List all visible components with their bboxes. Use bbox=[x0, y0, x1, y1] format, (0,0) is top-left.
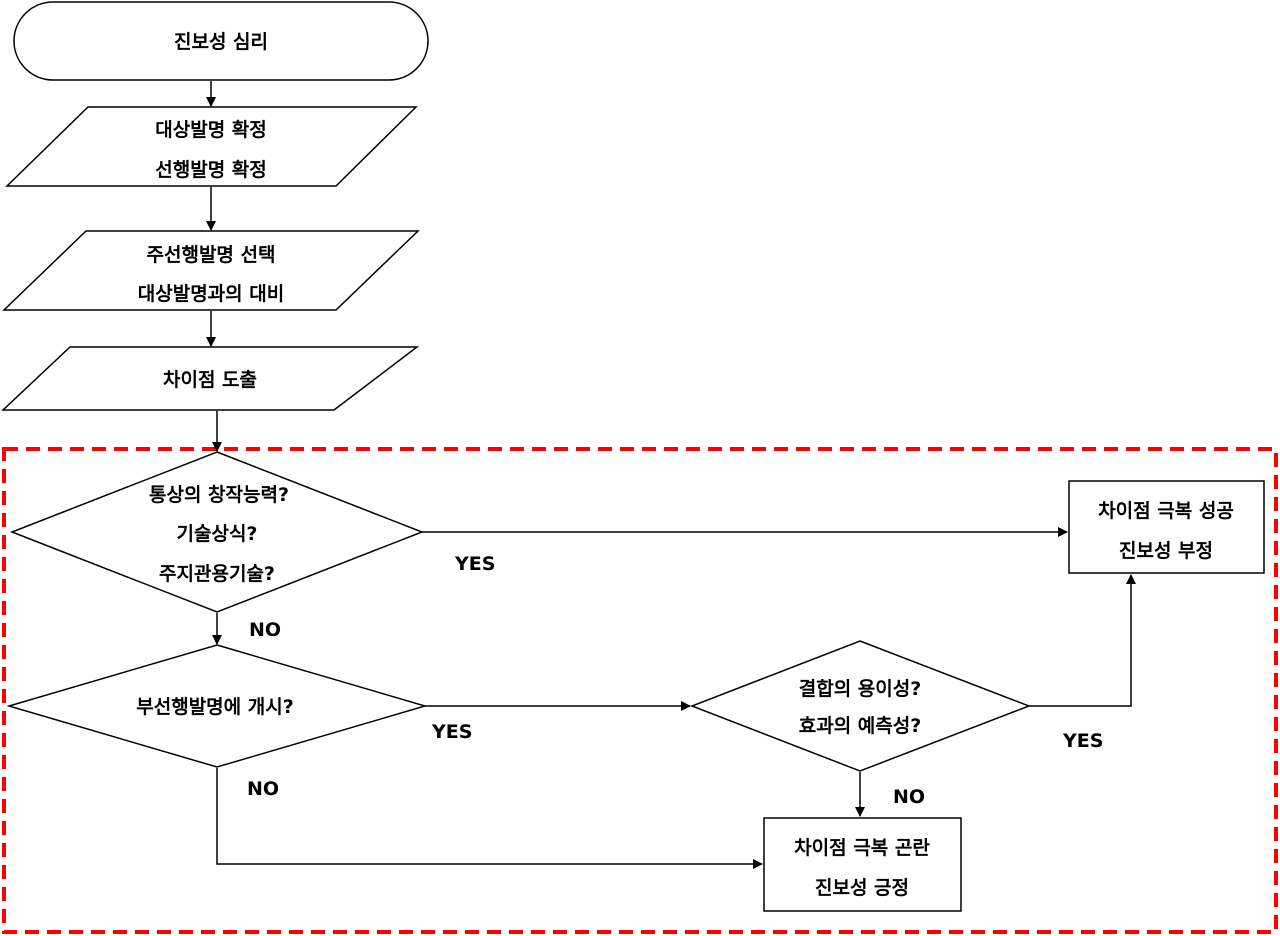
decision-1-label-3: 주지관용기술? bbox=[159, 563, 275, 585]
identify-label-1: 대상발명 확정 bbox=[155, 118, 267, 141]
decision-3-label-2: 효과의 예측성? bbox=[799, 715, 922, 737]
decision-2: 부선행발명에 개시? bbox=[6, 644, 428, 768]
derive-node: 차이점 도출 bbox=[1, 346, 420, 411]
edge-label-d3-yes: YES bbox=[1062, 730, 1103, 752]
edge-label-d1-no: NO bbox=[249, 619, 281, 641]
result-difficult-label-1: 차이점 극복 곤란 bbox=[794, 837, 930, 859]
result-difficult-label-2: 진보성 긍정 bbox=[815, 877, 909, 899]
decision-1: 통상의 창작능력? 기술상식? 주지관용기술? bbox=[9, 451, 425, 613]
decision-1-label-1: 통상의 창작능력? bbox=[149, 484, 289, 506]
edge-decision3-yes bbox=[1029, 574, 1136, 707]
highlight-region bbox=[2, 447, 1278, 934]
decision-3: 결합의 용이성? 효과의 예측성? bbox=[689, 640, 1032, 772]
result-success-label-2: 진보성 부정 bbox=[1119, 540, 1213, 562]
edge-decision2-no bbox=[216, 768, 763, 869]
select-label-1: 주선행발명 선택 bbox=[147, 244, 276, 266]
result-success-node: 차이점 극복 성공 진보성 부정 bbox=[1068, 480, 1265, 574]
select-label-2: 대상발명과의 대비 bbox=[138, 283, 284, 305]
identify-node: 대상발명 확정 선행발명 확정 bbox=[5, 106, 418, 187]
edge-label-d2-no: NO bbox=[247, 778, 279, 800]
start-label: 진보성 심리 bbox=[174, 31, 268, 53]
result-difficult-node: 차이점 극복 곤란 진보성 긍정 bbox=[763, 817, 962, 912]
start-node: 진보성 심리 bbox=[13, 1, 429, 81]
select-node: 주선행발명 선택 대상발명과의 대비 bbox=[2, 230, 420, 311]
derive-label: 차이점 도출 bbox=[163, 369, 257, 391]
identify-label-2: 선행발명 확정 bbox=[155, 158, 267, 181]
edge-label-d2-yes: YES bbox=[431, 721, 472, 743]
edge-label-d3-no: NO bbox=[893, 786, 925, 808]
decision-3-label-1: 결합의 용이성? bbox=[799, 678, 922, 700]
decision-1-label-2: 기술상식? bbox=[177, 523, 258, 545]
decision-2-label: 부선행발명에 개시? bbox=[136, 696, 293, 718]
result-success-label-1: 차이점 극복 성공 bbox=[1098, 500, 1234, 522]
edge-label-d1-yes: YES bbox=[454, 553, 495, 575]
